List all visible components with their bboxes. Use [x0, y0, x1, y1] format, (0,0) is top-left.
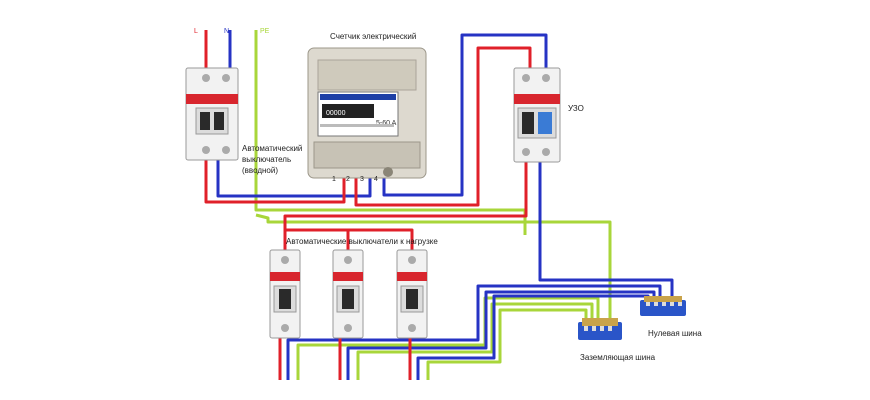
rcd-icon	[513, 67, 561, 163]
l-rcd-to-loads	[283, 160, 528, 250]
n-load2-wire	[346, 290, 656, 380]
load-breaker-2	[332, 249, 364, 339]
load-breaker-3	[396, 249, 428, 339]
ground-busbar-icon	[578, 318, 622, 340]
wires	[204, 30, 674, 380]
pe-load3-wire	[426, 308, 588, 380]
rcd: УЗО	[513, 67, 584, 163]
load-breakers: Автоматические выключатели к нагрузке	[269, 237, 438, 339]
main-breaker-label-3: (вводной)	[242, 166, 278, 175]
load-breaker-1	[269, 249, 301, 339]
pe-load2-wire	[356, 302, 594, 380]
rcd-label: УЗО	[568, 104, 584, 113]
n-load1-wire	[286, 284, 662, 380]
meter-terminal-2: 2	[346, 176, 350, 183]
ground-bus: Заземляющая шина	[578, 318, 656, 362]
main-breaker-label-2: выключатель	[242, 155, 291, 164]
electric-meter: Счетчик электрический 00000 5-60 A 1 2 3…	[307, 32, 427, 183]
meter-terminal-4: 4	[374, 176, 378, 183]
main-breaker-label-1: Автоматический	[242, 144, 302, 153]
phase-wires	[204, 30, 532, 380]
meter-display: 00000	[326, 110, 346, 117]
neutral-bus: Нулевая шина	[640, 296, 702, 338]
n-rcd-to-bus	[538, 160, 674, 300]
double-pole-breaker-icon	[185, 67, 239, 161]
neutral-bus-label: Нулевая шина	[648, 329, 702, 338]
meter-terminal-3: 3	[360, 176, 364, 183]
meter-rating: 5-60 A	[376, 120, 397, 127]
electric-meter-icon: 00000 5-60 A	[307, 47, 427, 179]
l-meter-to-rcd	[354, 46, 532, 207]
main-breaker: Автоматический выключатель (вводной)	[185, 67, 302, 175]
n-meter-to-rcd	[382, 33, 548, 197]
single-pole-breaker-icon	[269, 249, 301, 339]
l-breaker-to-meter	[204, 150, 346, 204]
single-pole-breaker-icon	[396, 249, 428, 339]
line-n-label: N	[224, 28, 229, 35]
neutral-busbar-icon	[640, 296, 686, 316]
single-pole-breaker-icon	[332, 249, 364, 339]
line-l-label: L	[194, 28, 198, 35]
ground-bus-label: Заземляющая шина	[580, 353, 656, 362]
pe-distribution-wire	[255, 213, 612, 320]
meter-terminal-1: 1	[332, 176, 336, 183]
line-pe-label: PE	[260, 28, 270, 35]
input-line-labels: L N PE	[194, 28, 270, 35]
load-breakers-label: Автоматические выключатели к нагрузке	[286, 237, 438, 246]
meter-title: Счетчик электрический	[330, 32, 416, 41]
l-bus-load3	[348, 228, 414, 250]
n-breaker-to-meter	[216, 150, 372, 198]
